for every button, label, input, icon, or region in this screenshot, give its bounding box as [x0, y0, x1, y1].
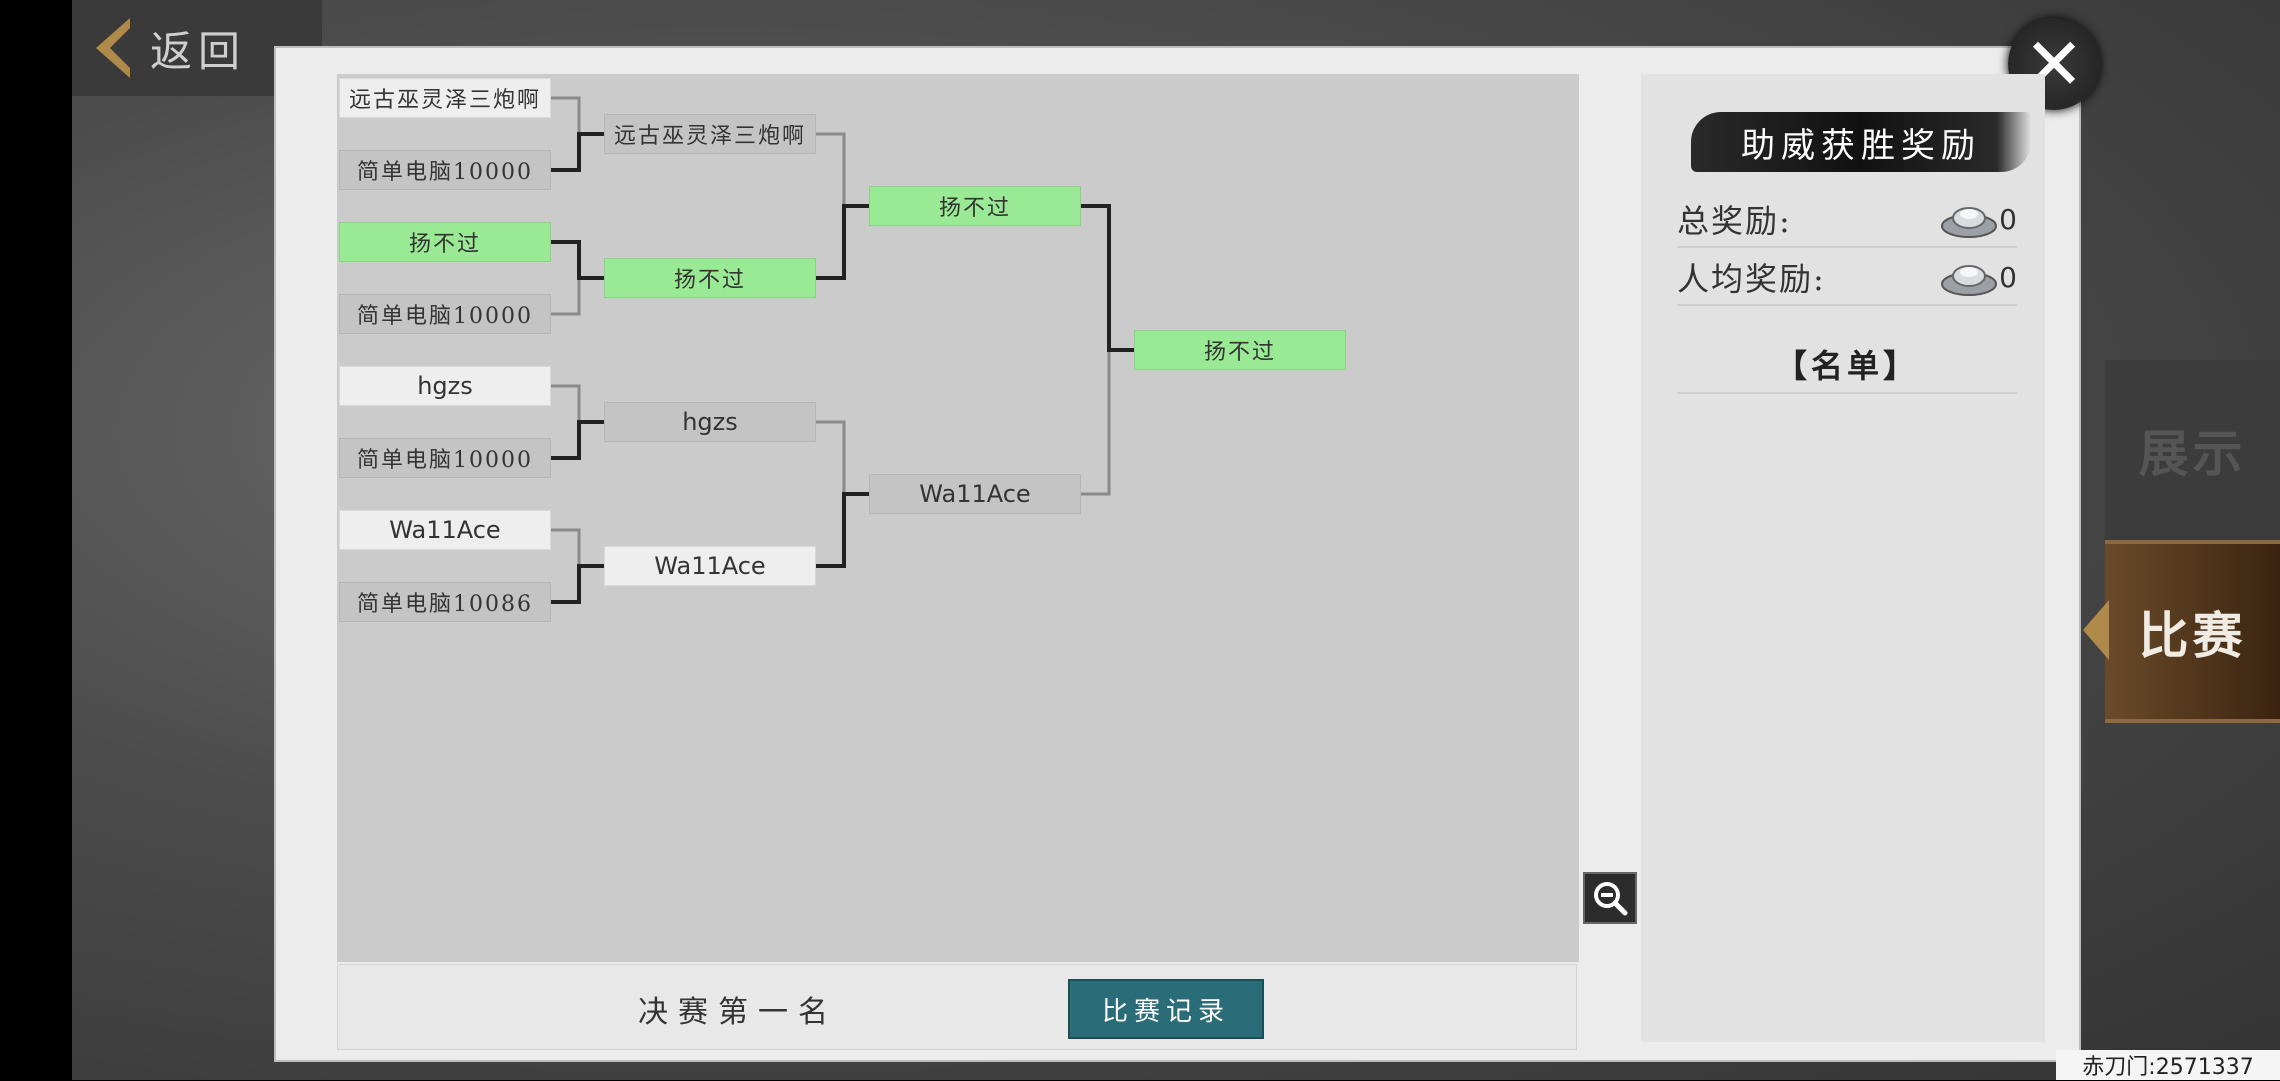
bracket-slot-round1-1[interactable]: 远古巫灵泽三炮啊 [339, 78, 551, 118]
tab-display-label: 展示 [2138, 424, 2247, 483]
reward-panel: 助威获胜奖励 总奖励: 0 人均奖励: 0 【名单】 [1641, 74, 2045, 1042]
total-reward-value: 0 [1999, 202, 2017, 236]
total-reward-row: 总奖励: 0 [1677, 192, 2017, 248]
bracket-slot-round3-1[interactable]: 扬不过 [869, 186, 1081, 226]
final-first-place-label: 决赛第一名 [638, 995, 838, 1030]
bracket-winner-path [816, 492, 869, 568]
bracket-slot-round1-7[interactable]: Wa11Ace [339, 510, 551, 550]
avg-reward-row: 人均奖励: 0 [1677, 250, 2017, 306]
silver-ingot-icon [1941, 207, 1998, 238]
bracket-slot-round1-5[interactable]: hgzs [339, 366, 551, 406]
zoom-out-button[interactable] [1583, 872, 1637, 924]
bracket-winner-path [1081, 204, 1134, 352]
bracket-slot-round3-2[interactable]: Wa11Ace [869, 474, 1081, 514]
bracket-slot-round1-3[interactable]: 扬不过 [339, 222, 551, 262]
silver-ingot-icon [1941, 265, 1998, 296]
bracket-slot-round1-2[interactable]: 简单电脑10000 [339, 150, 551, 190]
bracket-footer: 决赛第一名 比赛记录 [337, 964, 1577, 1050]
bracket-winner-path [551, 240, 604, 280]
total-reward-label: 总奖励: [1677, 202, 1792, 240]
bracket-slot-round2-1[interactable]: 远古巫灵泽三炮啊 [604, 114, 816, 154]
bracket-slot-round1-8[interactable]: 简单电脑10086 [339, 582, 551, 622]
bracket-winner-path [551, 132, 604, 172]
bracket-slot-round1-6[interactable]: 简单电脑10000 [339, 438, 551, 478]
match-record-button[interactable]: 比赛记录 [1068, 979, 1264, 1039]
tab-match-label: 比赛 [2138, 605, 2247, 665]
bracket-slot-round2-2[interactable]: 扬不过 [604, 258, 816, 298]
bracket-slot-round1-4[interactable]: 简单电脑10000 [339, 294, 551, 334]
back-label: 返回 [150, 26, 247, 76]
roster-title: 【名单】 [1677, 336, 2017, 394]
bracket-winner-path [551, 420, 604, 460]
back-chevron-icon [96, 18, 132, 78]
bracket-slot-round2-4[interactable]: Wa11Ace [604, 546, 816, 586]
bracket-slot-round2-3[interactable]: hgzs [604, 402, 816, 442]
tab-match[interactable]: 比赛 [2083, 540, 2280, 723]
bracket-winner-path [551, 564, 604, 604]
tab-display[interactable]: 展示 [2105, 360, 2280, 540]
avg-reward-value: 0 [1999, 260, 2017, 294]
bracket-slot-final[interactable]: 扬不过 [1134, 330, 1346, 370]
zoom-out-icon [1594, 882, 1628, 916]
reward-banner-title: 助威获胜奖励 [1741, 125, 1981, 166]
avg-reward-label: 人均奖励: [1677, 260, 1826, 298]
player-id-label: 赤刀门:2571337 [2056, 1050, 2280, 1080]
active-tab-arrow-icon [2083, 600, 2109, 660]
reward-banner: 助威获胜奖励 [1691, 112, 2031, 172]
bracket-lines [551, 96, 1134, 604]
match-record-label: 比赛记录 [1101, 996, 1230, 1027]
bracket-winner-path [816, 204, 869, 280]
